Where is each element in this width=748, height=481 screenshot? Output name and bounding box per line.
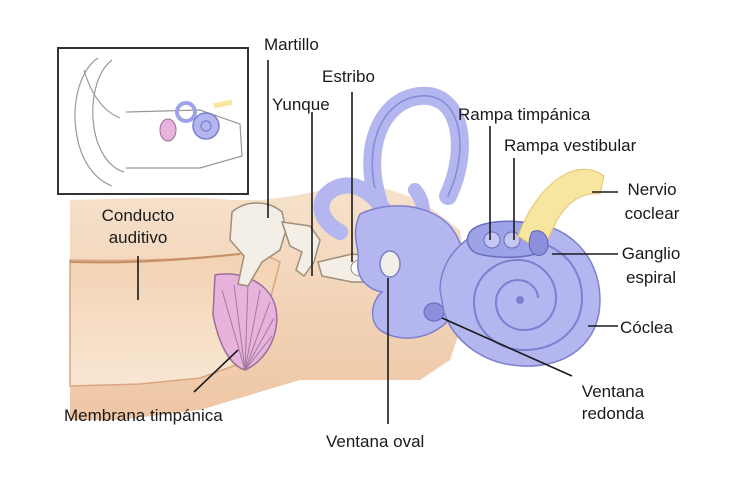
scala-vestibuli (504, 232, 520, 248)
label-conducto-auditivo-line2: auditivo (78, 228, 198, 248)
label-rampa-vestibular: Rampa vestibular (504, 136, 636, 156)
label-estribo: Estribo (322, 67, 375, 87)
round-window (424, 303, 444, 321)
label-yunque: Yunque (272, 95, 330, 115)
label-conducto-auditivo: Conducto auditivo (78, 206, 198, 248)
label-ventana-redonda-line2: redonda (570, 404, 656, 424)
label-martillo: Martillo (264, 35, 319, 55)
label-ventana-redonda: Ventana redonda (570, 382, 656, 424)
oval-window (380, 251, 400, 277)
label-rampa-timpanica: Rampa timpánica (458, 105, 590, 125)
label-membrana-timpanica: Membrana timpánica (64, 406, 223, 426)
label-conducto-auditivo-line1: Conducto (78, 206, 198, 226)
label-nervio-coclear-line1: Nervio (612, 180, 692, 200)
spiral-ganglion (529, 231, 548, 256)
label-ventana-oval: Ventana oval (326, 432, 424, 452)
label-coclea: Cóclea (620, 318, 673, 338)
label-nervio-coclear-line2: coclear (612, 204, 692, 224)
label-nervio-coclear: Nervio coclear (612, 180, 692, 224)
label-ventana-redonda-line1: Ventana (570, 382, 656, 402)
label-ganglio-espiral-line1: Ganglio (614, 244, 688, 264)
label-ganglio-espiral-line2: espiral (614, 268, 688, 288)
label-ganglio-espiral: Ganglio espiral (614, 244, 688, 288)
scala-tympani (484, 232, 500, 248)
